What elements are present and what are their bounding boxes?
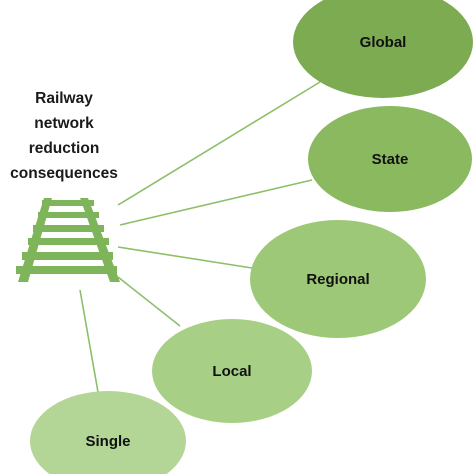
single-label: Single [85, 433, 130, 450]
diagram-title: Railway network reduction consequences [0, 86, 128, 186]
node-global: Global [293, 0, 473, 98]
sleeper [28, 238, 109, 245]
connector-regional [117, 246, 253, 269]
connectors [79, 81, 321, 393]
state-label: State [372, 151, 409, 168]
railway-track-icon [16, 198, 120, 282]
node-single: Single [30, 391, 186, 474]
node-state: State [308, 106, 472, 212]
sleeper [38, 212, 99, 218]
node-regional: Regional [250, 220, 426, 338]
single-ellipse [30, 391, 186, 474]
sleeper [16, 266, 117, 274]
local-ellipse [152, 319, 312, 423]
state-ellipse [308, 106, 472, 212]
local-label: Local [212, 363, 251, 380]
title-line: consequences [10, 165, 118, 182]
node-local: Local [152, 319, 312, 423]
global-ellipse [293, 0, 473, 98]
title-line: reduction [28, 140, 100, 157]
title-line: Railway [35, 90, 93, 107]
connector-single [79, 289, 99, 393]
global-label: Global [360, 34, 407, 51]
connector-local [117, 276, 181, 327]
sleeper [22, 252, 113, 260]
connector-state [119, 179, 313, 226]
sleeper [33, 225, 104, 232]
title-line: network [34, 115, 94, 132]
regional-label: Regional [306, 271, 369, 288]
sleeper [42, 200, 94, 206]
regional-ellipse [250, 220, 426, 338]
connector-global [117, 81, 321, 206]
